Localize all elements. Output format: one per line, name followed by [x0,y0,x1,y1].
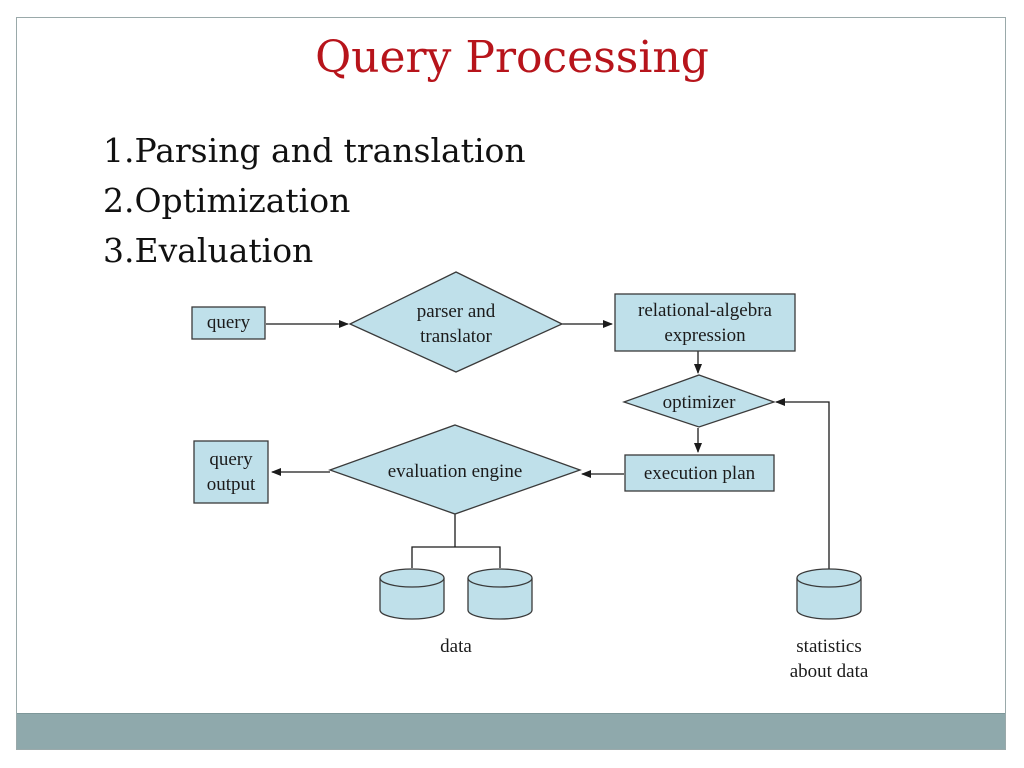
connectors [266,320,830,570]
database-icon [467,568,533,620]
statistics-label-2: about data [790,661,869,682]
evaluation-engine-node-label: evaluation engine [388,461,523,482]
database-icon [379,568,445,620]
query-node-label: query [207,312,251,333]
query-output-node-label-1: query [209,449,253,470]
relalg-node: relational-algebra expression [614,293,796,352]
statistics-label-1: statistics [796,636,861,657]
data-storage-icon: data [379,568,533,657]
steps-list: 1.Parsing and translation 2.Optimization… [103,130,526,280]
query-node: query [191,306,266,340]
footer-bar [17,713,1005,749]
execution-plan-node-label: execution plan [644,463,756,484]
data-branch-line [411,546,501,568]
step-item: 1.Parsing and translation [103,131,526,170]
parser-node: parser and translator [348,271,564,373]
query-output-node: query output [193,440,269,504]
query-output-node-box [193,440,269,504]
statistics-storage-icon: statistics about data [790,568,869,682]
slide: Query Processing 1.Parsing and translati… [16,17,1006,750]
arrow-stats-to-optimizer [775,398,830,570]
evaluation-engine-node: evaluation engine [328,424,582,515]
step-item: 3.Evaluation [103,231,314,270]
optimizer-node-label: optimizer [663,392,736,413]
query-output-node-label-2: output [207,474,256,495]
step-item: 2.Optimization [103,181,351,220]
relalg-node-box [614,293,796,352]
evaluation-engine-node-diamond [328,424,582,515]
parser-node-diamond [348,271,564,373]
parser-node-label-1: parser and [417,301,496,322]
database-icon [796,568,862,620]
data-label: data [440,636,472,657]
optimizer-node-diamond [622,374,776,428]
query-node-box [191,306,266,340]
relalg-node-label-2: expression [664,325,746,346]
execution-plan-node: execution plan [624,454,775,492]
slide-title: Query Processing [315,32,709,83]
parser-node-label-2: translator [420,326,492,347]
optimizer-node: optimizer [622,374,776,428]
relalg-node-label-1: relational-algebra [638,300,773,321]
execution-plan-node-box [624,454,775,492]
